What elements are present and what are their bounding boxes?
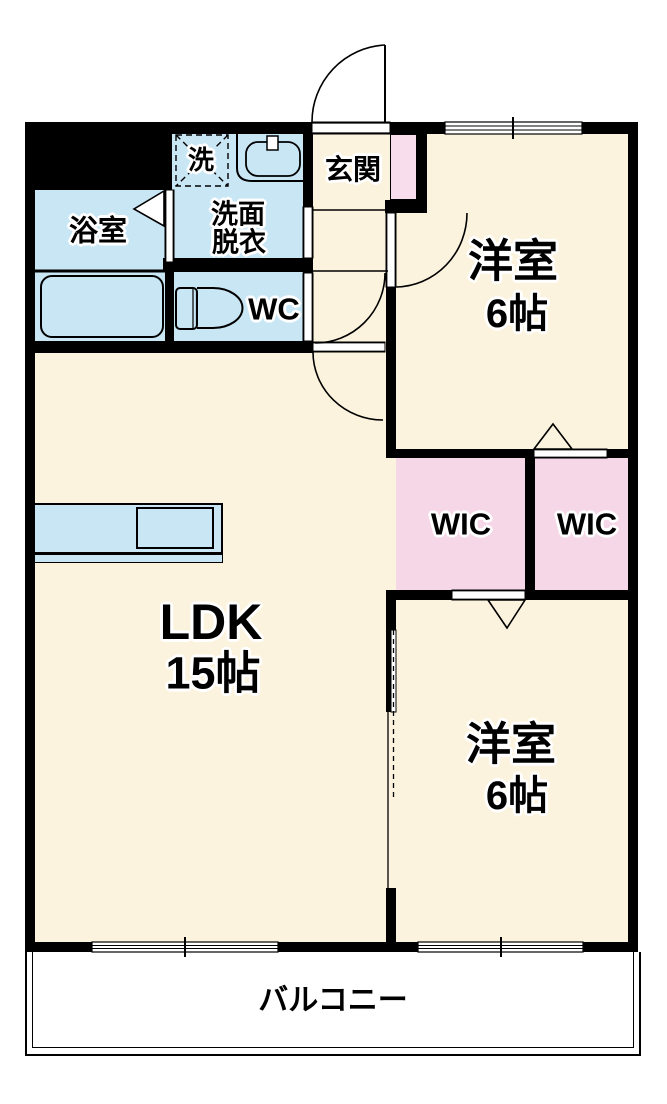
wall [386, 590, 452, 600]
kitchen-counter-edge [33, 554, 223, 563]
wic-right-label: WIC [556, 506, 618, 542]
bathtub-icon [40, 275, 164, 338]
wall [583, 942, 638, 952]
wall [386, 287, 396, 449]
wall [582, 122, 638, 134]
kitchen-counter [33, 503, 223, 554]
wall [628, 122, 638, 952]
bedroom-bottom-size-label: 6帖 [485, 774, 549, 818]
ldk-label: LDK [159, 594, 263, 650]
wall [165, 262, 174, 341]
bathroom-label: 浴室 [68, 215, 128, 248]
ldk-size-label: 15帖 [165, 647, 261, 699]
wall [303, 134, 313, 207]
wall [525, 458, 535, 590]
wic-right-room [535, 458, 628, 590]
kitchen-sink [136, 507, 214, 549]
genkan-label: 玄関 [324, 154, 382, 185]
bedroom-top-label: 洋室 [467, 235, 559, 287]
washer-label: 洗 [187, 145, 215, 175]
bedroom-bottom-label: 洋室 [465, 718, 557, 770]
wall [607, 449, 628, 458]
wall [386, 888, 396, 942]
wall [303, 258, 313, 273]
wall [25, 942, 92, 952]
wall [417, 122, 427, 213]
wic-left-room [396, 458, 525, 590]
balcony-label: バルコニー [258, 984, 408, 1017]
balcony-area [25, 952, 641, 1056]
wall [25, 122, 35, 952]
wall [525, 590, 628, 600]
wall [278, 942, 418, 952]
wall [163, 258, 313, 272]
wc-label: WC [248, 291, 300, 327]
washroom-label-line1: 洗面 [211, 199, 265, 230]
balcony-railing-line [32, 952, 634, 1048]
entrance-door-icon [311, 44, 386, 123]
wall-block [25, 122, 172, 190]
bedroom-top-size-label: 6帖 [485, 292, 549, 336]
wall [25, 341, 313, 353]
wall [385, 200, 427, 213]
wic-left-label: WIC [430, 506, 492, 542]
wall [386, 449, 534, 458]
wall [386, 600, 396, 712]
washroom-label-line2: 脱衣 [212, 227, 266, 258]
shoe-cabinet [390, 134, 417, 200]
